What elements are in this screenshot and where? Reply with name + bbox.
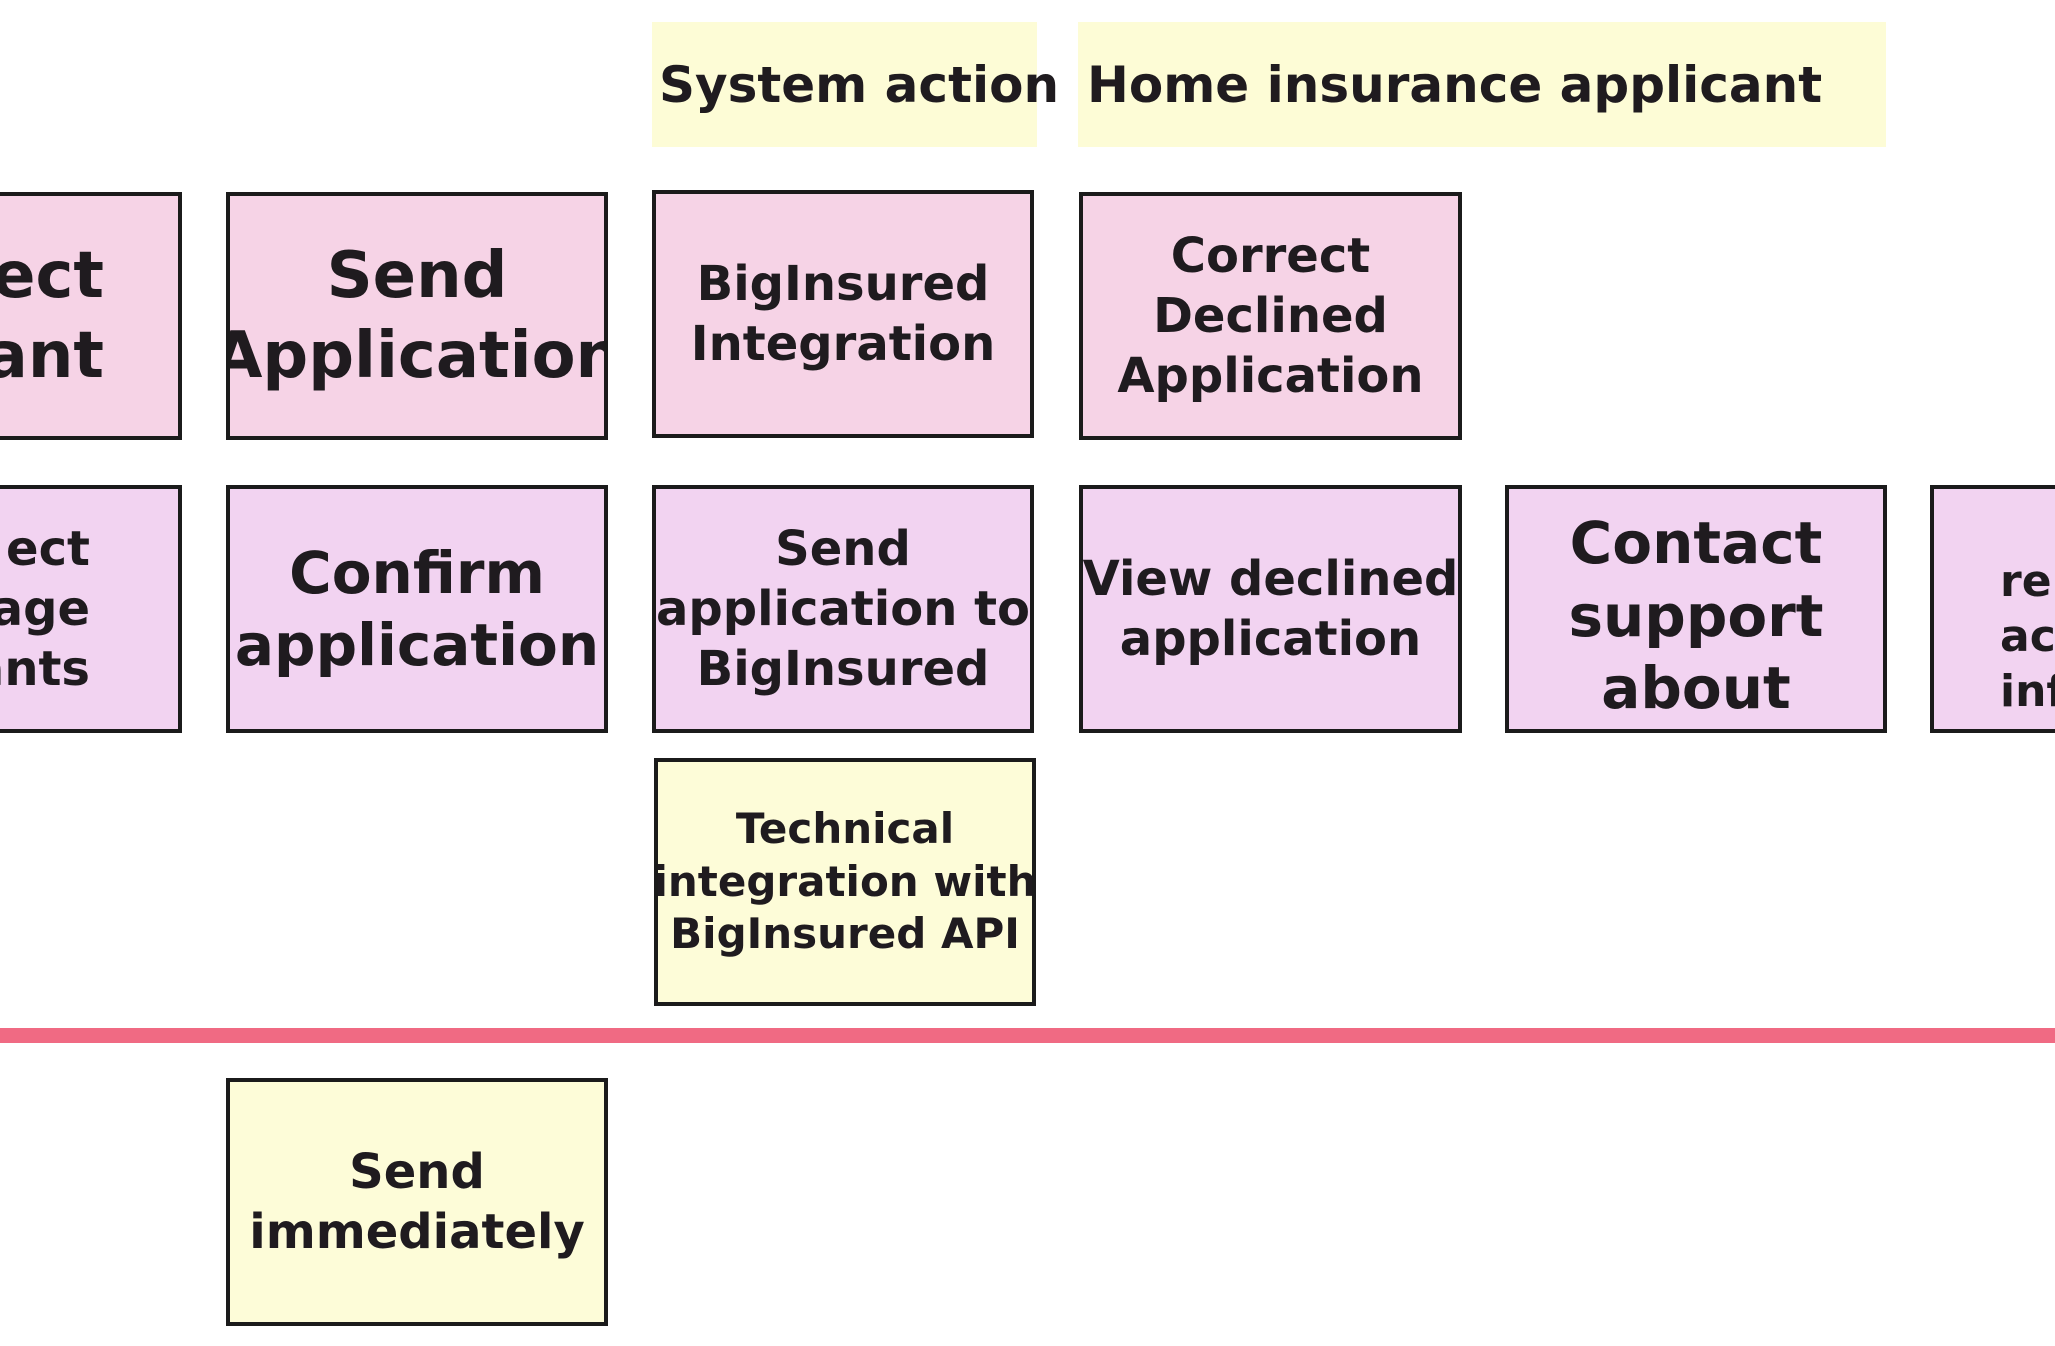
card-select-applicant-partial[interactable]: ect ant [0, 192, 182, 440]
card-text: Confirm application [234, 538, 600, 680]
card-text: Send application to BigInsured [655, 521, 1031, 697]
card-text: ect kage ants [0, 521, 90, 697]
lane-header-system-action: System action [652, 22, 1059, 147]
card-right-edge-partial[interactable]: re ac inf [1930, 485, 2055, 733]
card-select-package-partial[interactable]: ect kage ants [0, 485, 182, 733]
release-divider-line [0, 1028, 2055, 1043]
note-technical-integration[interactable]: Technical integration with BigInsured AP… [654, 758, 1036, 1006]
note-text: Technical integration with BigInsured AP… [654, 804, 1036, 959]
card-confirm-application[interactable]: Confirm application [226, 485, 608, 733]
card-text: View declined application [1082, 551, 1459, 667]
card-correct-declined-application[interactable]: Correct Declined Application [1079, 192, 1462, 440]
card-biginsured-integration[interactable]: BigInsured Integration [652, 190, 1034, 438]
card-text: Contact support about [1568, 509, 1824, 722]
card-text: BigInsured Integration [690, 256, 996, 372]
card-contact-support-about[interactable]: Contact support about [1505, 485, 1887, 733]
card-send-application[interactable]: Send Application [226, 192, 608, 440]
card-text: Correct Declined Application [1117, 228, 1424, 404]
lane-header-home-insurance-applicant: Home insurance applicant [1078, 22, 1886, 147]
note-text: Send immediately [249, 1144, 585, 1260]
lane-header-label: System action [659, 55, 1060, 114]
note-send-immediately[interactable]: Send immediately [226, 1078, 608, 1326]
card-text: re ac inf [2000, 556, 2055, 717]
card-text: Send Application [226, 239, 608, 393]
card-text: ect ant [0, 239, 104, 393]
lane-header-label: Home insurance applicant [1087, 55, 1823, 114]
card-send-application-to-biginsured[interactable]: Send application to BigInsured [652, 485, 1034, 733]
card-view-declined-application[interactable]: View declined application [1079, 485, 1462, 733]
